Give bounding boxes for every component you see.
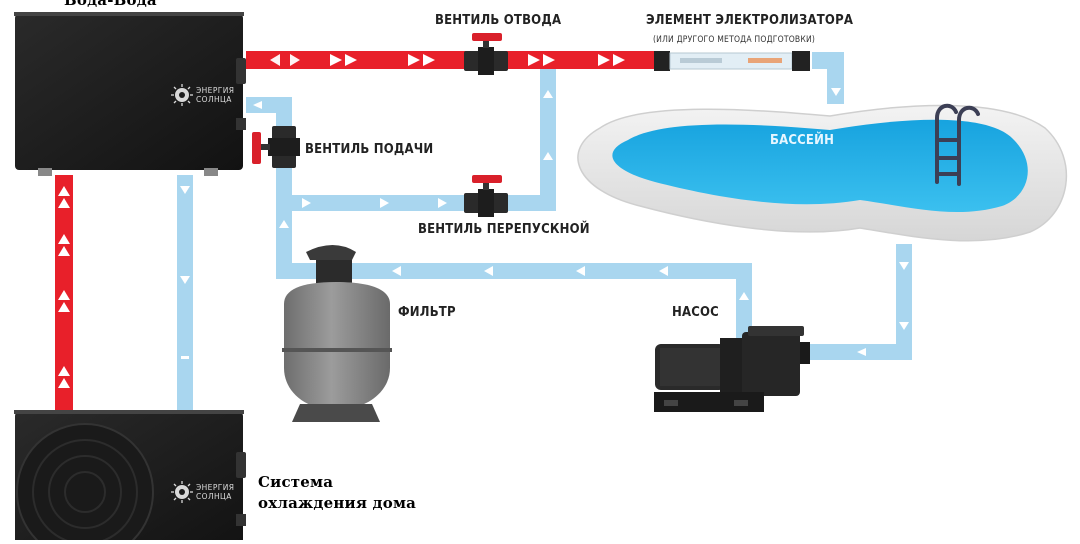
flow-arrow xyxy=(528,54,555,66)
flow-arrow xyxy=(253,101,262,109)
flow-arrow xyxy=(408,54,435,66)
flow-arrow xyxy=(279,220,289,228)
flow-arrow xyxy=(659,266,668,276)
pool-label: БАССЕЙН xyxy=(770,133,835,148)
flow-arrow xyxy=(302,198,311,208)
cold-pipe-filter-to-pump xyxy=(276,263,752,279)
cold-pipe-supply-vertical xyxy=(276,97,292,279)
flow-arrow xyxy=(576,266,585,276)
cold-pipe-bypass-horizontal xyxy=(276,195,556,211)
flow-arrow xyxy=(330,54,357,66)
flow-arrow xyxy=(484,266,493,276)
cold-pipe-left-vertical xyxy=(177,175,193,412)
flow-arrow xyxy=(543,152,553,160)
brand-logo-top: ЭНЕРГИЯ СОЛНЦА xyxy=(196,86,234,104)
flow-arrow xyxy=(438,198,447,208)
cooling-label-line-2: охлаждения дома xyxy=(258,494,417,512)
heat-pump-unit-water-water xyxy=(14,12,246,176)
flow-arrow xyxy=(58,234,70,256)
cooling-label-line-1: Система xyxy=(258,473,334,491)
flow-arrow xyxy=(58,290,70,312)
sun-logo-icon xyxy=(171,84,193,106)
cold-flow-arrows xyxy=(180,88,909,359)
brand-line-2: СОЛНЦА xyxy=(196,492,232,501)
electrolyzer-label: ЭЛЕМЕНТ ЭЛЕКТРОЛИЗАТОРА xyxy=(646,13,854,28)
valve-inlet-label: ВЕНТИЛЬ ПОДАЧИ xyxy=(305,142,434,157)
flow-arrow xyxy=(270,54,300,66)
valve-outlet-label: ВЕНТИЛЬ ОТВОДА xyxy=(435,13,562,28)
electrolyzer-element xyxy=(654,51,810,71)
flow-arrow xyxy=(831,88,841,96)
valve-bypass-label: ВЕНТИЛЬ ПЕРЕПУСКНОЙ xyxy=(418,222,590,237)
flow-arrow xyxy=(380,198,389,208)
cold-pipe-pool-drop xyxy=(827,52,844,104)
flow-arrow xyxy=(58,366,70,388)
flow-arrow xyxy=(899,262,909,270)
valve-bypass xyxy=(464,175,508,217)
heat-pump-unit-cooling xyxy=(14,410,246,544)
flow-arrow xyxy=(543,90,553,98)
valve-outlet xyxy=(464,33,508,75)
pump xyxy=(654,326,810,412)
hot-flow-arrows xyxy=(58,54,625,388)
flow-arrow xyxy=(739,292,749,300)
pool xyxy=(577,103,1068,242)
flow-arrow xyxy=(598,54,625,66)
brand-line-1: ЭНЕРГИЯ xyxy=(196,483,235,492)
flow-arrow xyxy=(180,276,190,284)
flow-arrow xyxy=(392,266,401,276)
filter-label: ФИЛЬТР xyxy=(398,305,456,320)
cold-pipe-pump-riser xyxy=(736,263,752,341)
flow-marker xyxy=(181,356,189,359)
flow-arrow xyxy=(899,322,909,330)
brand-line-1: ЭНЕРГИЯ xyxy=(196,86,235,95)
pump-label: НАСОС xyxy=(672,305,719,320)
cold-pipe-bypass-vertical xyxy=(540,69,556,203)
electrolyzer-note: (ИЛИ ДРУГОГО МЕТОДА ПОДГОТОВКИ) xyxy=(653,35,816,45)
pool-water xyxy=(612,119,1028,213)
flow-arrow xyxy=(58,186,70,208)
unit-top-label: Вода-Вода xyxy=(64,0,157,9)
cold-pipe-pool-return-vertical xyxy=(896,244,912,360)
brand-line-2: СОЛНЦА xyxy=(196,95,232,104)
hot-pipe-top xyxy=(246,51,656,69)
sun-logo-icon xyxy=(171,481,193,503)
sand-filter xyxy=(282,245,392,422)
cooling-system-label: Система охлаждения дома xyxy=(258,472,416,514)
flow-arrow xyxy=(857,348,866,356)
valve-inlet xyxy=(252,126,300,168)
pool-ladder xyxy=(935,103,980,186)
brand-logo-bottom: ЭНЕРГИЯ СОЛНЦА xyxy=(196,483,234,501)
fan-grille xyxy=(16,423,154,544)
flow-arrow xyxy=(180,186,190,194)
